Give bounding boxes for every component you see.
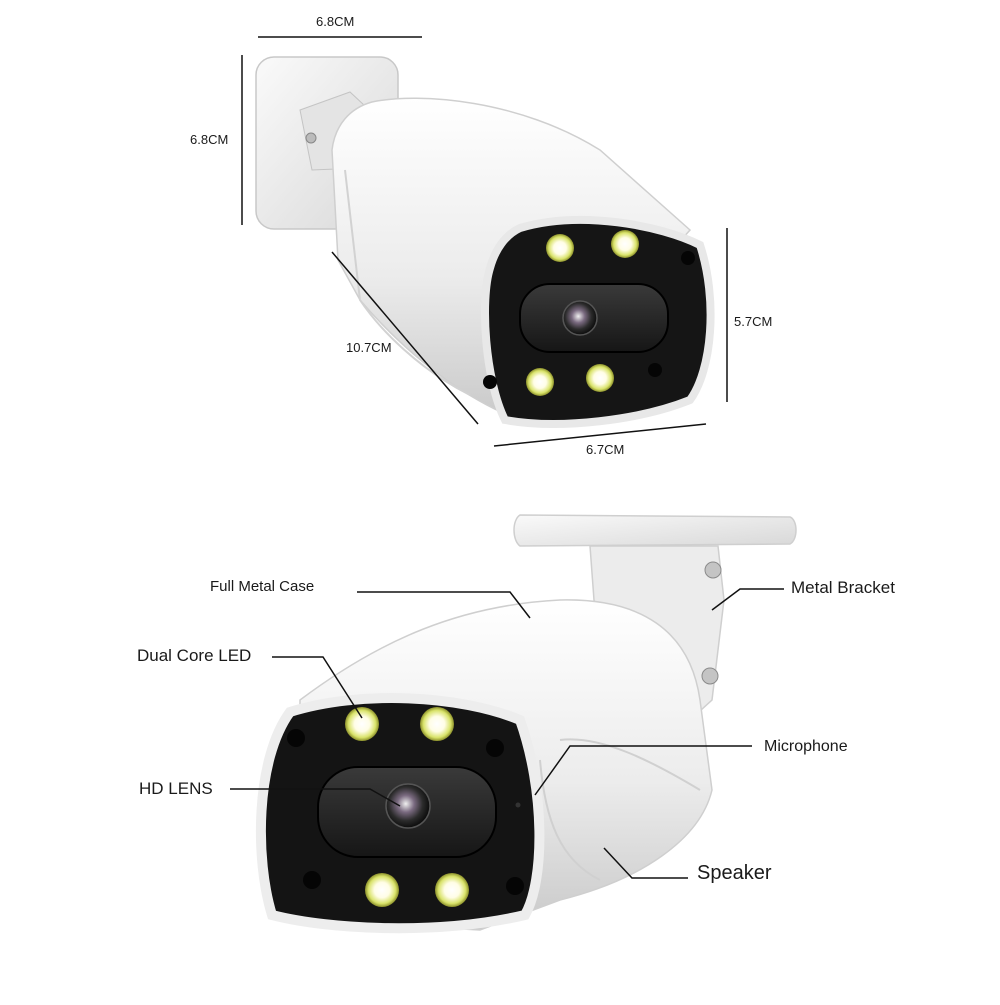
bottom-wall-plate bbox=[513, 514, 797, 547]
bottom-led bbox=[345, 707, 379, 741]
callout-hd-lens: HD LENS bbox=[139, 779, 213, 798]
bottom-body-seam bbox=[539, 759, 601, 881]
bottom-face-screw bbox=[486, 739, 504, 757]
top-led bbox=[586, 364, 614, 392]
dim-line-front-width bbox=[493, 423, 707, 447]
dim-label-top-width: 6.8CM bbox=[316, 14, 355, 29]
bottom-led bbox=[365, 873, 399, 907]
bottom-body-seam bbox=[559, 738, 701, 791]
bottom-lens bbox=[385, 783, 431, 829]
callout-metal-bracket: Metal Bracket bbox=[791, 578, 895, 597]
top-led bbox=[546, 234, 574, 262]
callout-speaker: Speaker bbox=[697, 862, 772, 884]
callout-dual-core-led: Dual Core LED bbox=[137, 646, 252, 665]
top-led bbox=[611, 230, 639, 258]
leader-full-metal-case bbox=[357, 591, 531, 619]
bottom-face-screw bbox=[506, 877, 524, 895]
bottom-bracket-screw bbox=[701, 667, 719, 685]
top-camera bbox=[255, 56, 715, 428]
dim-label-front-height: 5.7CM bbox=[734, 314, 773, 329]
bottom-face-screw bbox=[287, 729, 305, 747]
leader-microphone bbox=[534, 745, 752, 796]
bottom-bracket-screw bbox=[704, 561, 722, 579]
dim-label-front-width: 6.7CM bbox=[586, 442, 625, 457]
dimension-lines bbox=[241, 36, 728, 447]
dim-line-body-length bbox=[331, 251, 479, 425]
dim-label-body-length: 10.7CM bbox=[346, 340, 392, 355]
leader-metal-bracket bbox=[711, 588, 784, 611]
leader-speaker bbox=[603, 847, 688, 879]
microphone-hole bbox=[515, 802, 521, 808]
bottom-led bbox=[435, 873, 469, 907]
bottom-led bbox=[420, 707, 454, 741]
bottom-camera bbox=[255, 514, 797, 934]
top-lens bbox=[562, 300, 598, 336]
leader-dual-core-led bbox=[272, 656, 363, 719]
top-led bbox=[526, 368, 554, 396]
dim-label-bracket-height: 6.8CM bbox=[190, 132, 229, 147]
top-bracket-screw bbox=[305, 132, 317, 144]
top-face-screw bbox=[681, 251, 695, 265]
bottom-face-screw bbox=[303, 871, 321, 889]
top-body-seam bbox=[344, 169, 471, 396]
callout-full-metal-case: Full Metal Case bbox=[210, 578, 315, 595]
top-face-screw bbox=[483, 375, 497, 389]
leader-hd-lens bbox=[230, 788, 401, 807]
callout-microphone: Microphone bbox=[764, 738, 848, 755]
top-face-screw bbox=[648, 363, 662, 377]
callout-lines bbox=[230, 588, 784, 879]
